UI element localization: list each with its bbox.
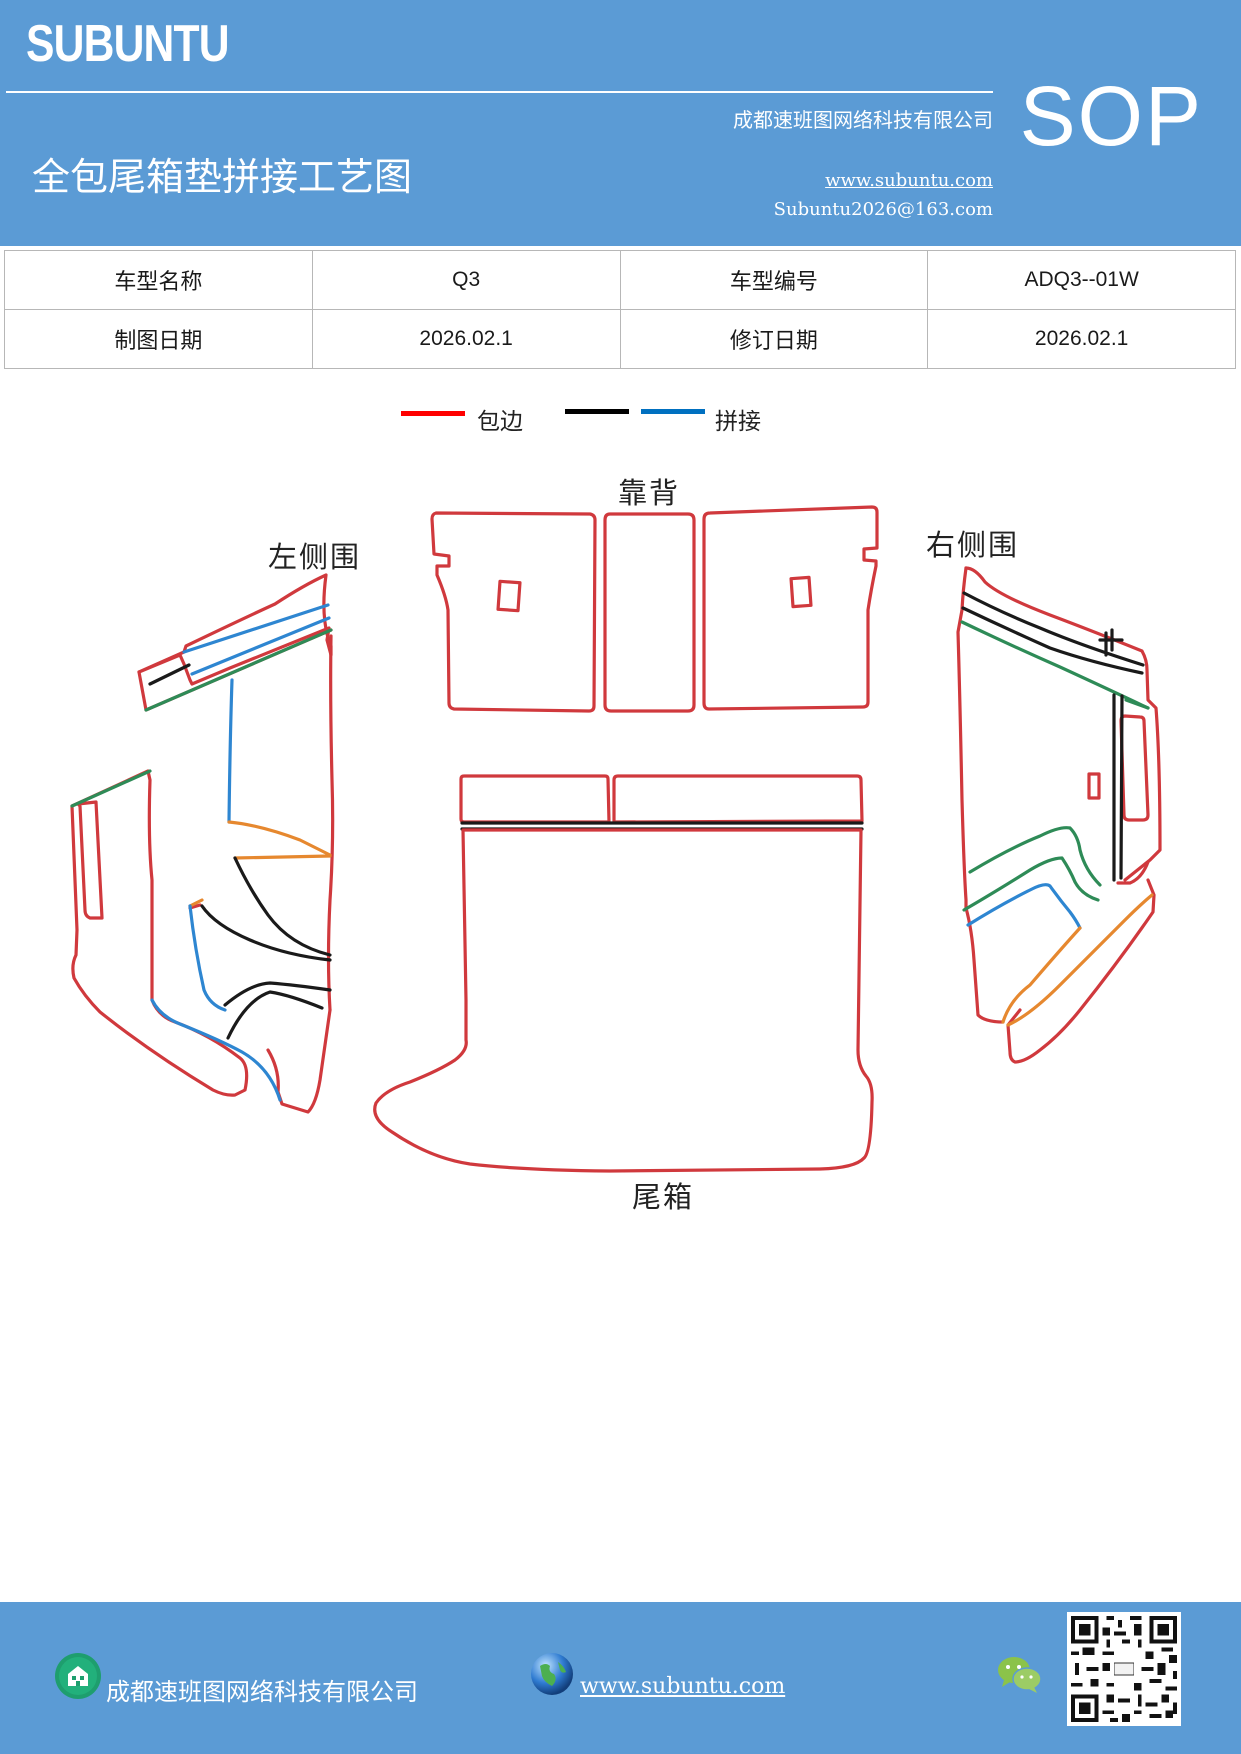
globe-icon [531, 1653, 573, 1695]
left-seam-black-1 [148, 663, 191, 686]
right-seam-green-3 [968, 826, 1102, 887]
left-seam-blue-3 [227, 678, 234, 824]
table-row: 制图日期 2026.02.1 修订日期 2026.02.1 [4, 309, 1236, 369]
right-seam-orange-2 [1006, 893, 1154, 1027]
left-seam-black-3 [200, 904, 332, 962]
building-icon [55, 1653, 101, 1699]
backrest-right-cutout [789, 575, 813, 609]
left-seam-green-2 [70, 769, 152, 808]
footer-banner: 成都速班图网络科技有限公司 www.subuntu.com [0, 1602, 1241, 1754]
right-seam-orange-1 [1001, 926, 1082, 1024]
right-seam-green-2 [1124, 698, 1150, 710]
left-seam-orange-2 [233, 854, 332, 860]
right-seam-green-4 [962, 856, 1100, 912]
contact-email: Subuntu2026@163.com [773, 199, 993, 220]
footer-company-name: 成都速班图网络科技有限公司 [106, 1678, 418, 1706]
model-code-label: 车型编号 [619, 250, 929, 310]
left-side-rear-inner-panel [76, 800, 104, 920]
table-row: 车型名称 Q3 车型编号 ADQ3--01W [4, 250, 1236, 310]
draw-date-value: 2026.02.1 [311, 309, 621, 369]
header-banner: SUBUNTU 成都速班图网络科技有限公司 全包尾箱垫拼接工艺图 www.sub… [0, 0, 1241, 246]
backrest-left-panel [430, 511, 597, 713]
company-name: 成都速班图网络科技有限公司 [733, 108, 993, 132]
legend-edge-swatch [401, 411, 465, 416]
document-title: 全包尾箱垫拼接工艺图 [32, 155, 413, 199]
left-seam-orange-1 [227, 820, 332, 857]
header-divider [6, 91, 993, 93]
wechat-icon [998, 1657, 1042, 1693]
trunk-floor-panel [373, 828, 874, 1173]
left-seam-black-5 [226, 990, 324, 1040]
left-side-lower-outline [70, 769, 249, 1097]
info-table: 车型名称 Q3 车型编号 ADQ3--01W 制图日期 2026.02.1 修订… [4, 250, 1236, 369]
trunk-label: 尾箱 [632, 1180, 695, 1214]
left-seam-orange-3 [188, 898, 204, 908]
revise-date-label: 修订日期 [619, 309, 929, 369]
left-seam-blue-2 [190, 616, 331, 676]
right-side-label: 右侧围 [926, 528, 1020, 562]
backrest-label: 靠背 [618, 476, 681, 510]
draw-date-label: 制图日期 [4, 309, 313, 369]
revise-date-value: 2026.02.1 [927, 309, 1236, 369]
right-side-rear-inner-panel [1119, 714, 1150, 822]
backrest-left-cutout [496, 579, 522, 613]
backrest-right-panel [702, 505, 879, 711]
left-seam-blue-4 [188, 904, 227, 1012]
trunk-mat-diagram [70, 505, 1162, 1173]
right-seam-black-5 [1119, 694, 1124, 880]
left-seam-green-1 [144, 628, 333, 712]
right-seam-black-3 [1098, 628, 1124, 657]
trunk-lid-right [612, 774, 864, 824]
left-seam-black-2 [233, 856, 332, 957]
model-name-value: Q3 [311, 250, 621, 310]
footer-website-link[interactable]: www.subuntu.com [580, 1674, 786, 1699]
right-seam-black-1 [962, 591, 1145, 667]
left-side-upper-panel [137, 573, 333, 686]
legend-edge-label: 包边 [477, 409, 523, 435]
legend-seam-black-swatch [565, 409, 629, 414]
model-code-value: ADQ3--01W [927, 250, 1236, 310]
backrest-center-panel [603, 512, 696, 713]
right-side-outline [964, 566, 1162, 882]
left-seam-black-4 [223, 981, 332, 1007]
left-side-label: 左侧围 [268, 540, 362, 574]
left-seam-blue-5 [150, 998, 282, 1102]
website-link[interactable]: www.subuntu.com [825, 170, 993, 191]
right-side-cutout [1087, 772, 1101, 800]
right-seam-black-2 [961, 606, 1144, 675]
legend-seam-label: 拼接 [715, 409, 761, 435]
right-side-lower-panel [1006, 878, 1156, 1064]
brand-logo: SUBUNTU [26, 15, 230, 73]
qr-code [1067, 1612, 1181, 1726]
legend-seam-blue-swatch [641, 409, 705, 414]
model-name-label: 车型名称 [4, 250, 313, 310]
sop-badge: SOP [1019, 69, 1203, 163]
right-seam-blue-1 [966, 883, 1082, 930]
trunk-lid-left [459, 774, 611, 824]
left-seam-blue-1 [182, 603, 330, 654]
